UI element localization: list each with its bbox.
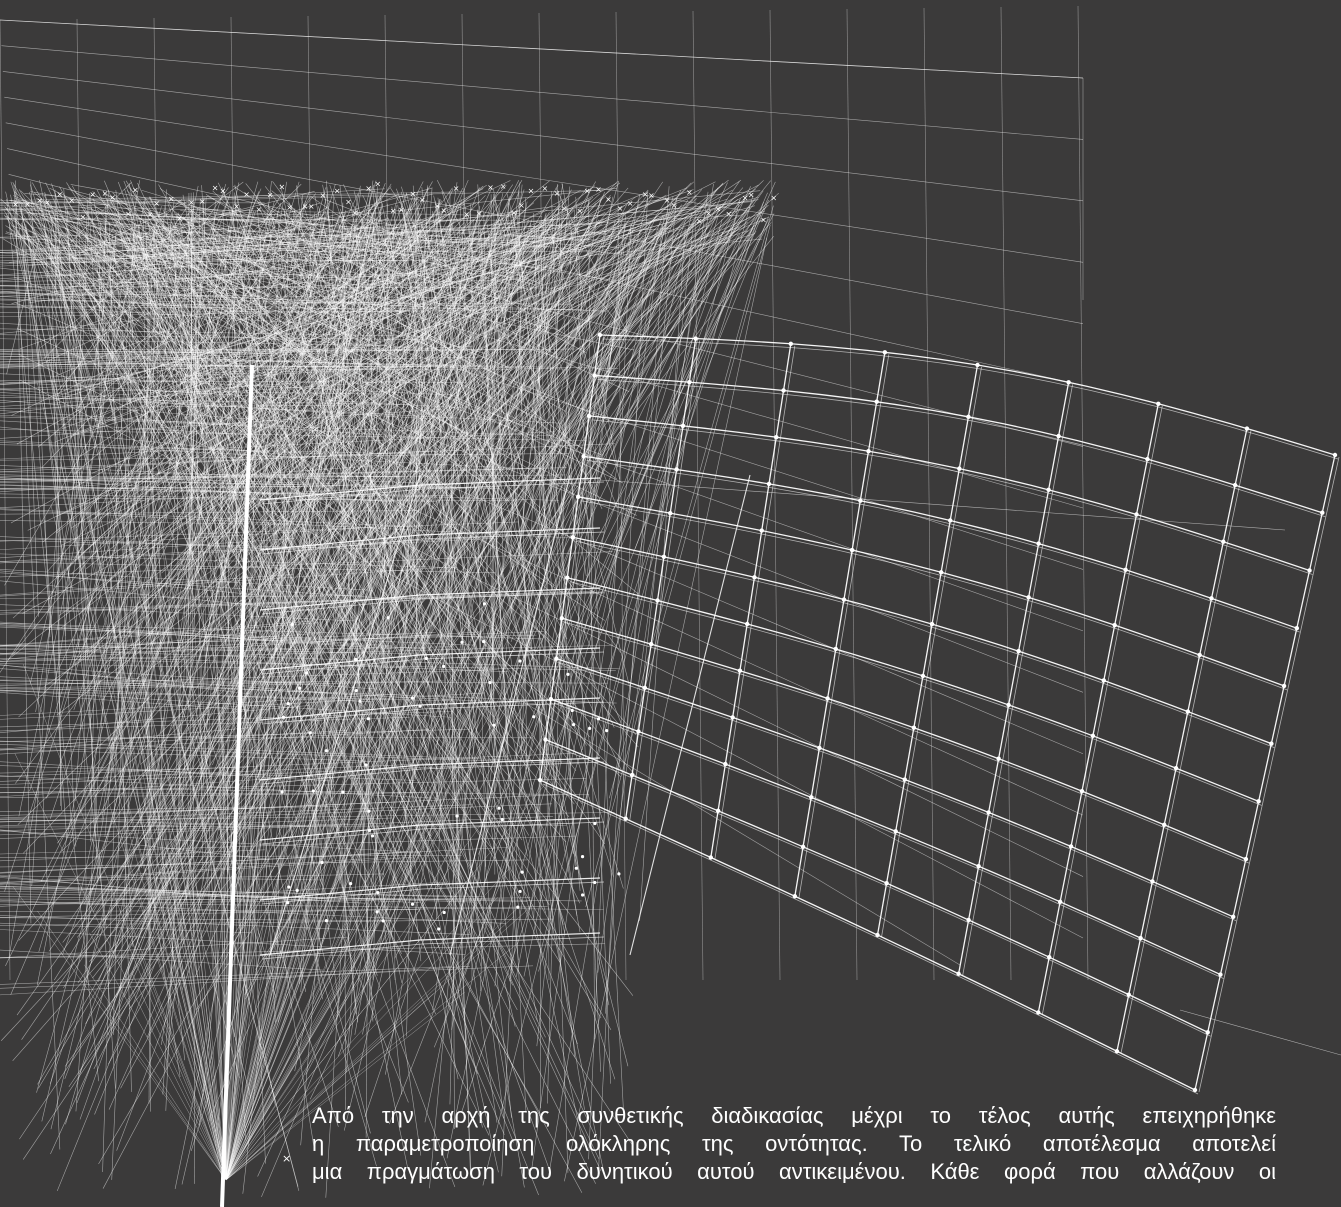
svg-text:×: × bbox=[541, 184, 548, 193]
svg-text:×: × bbox=[770, 194, 777, 203]
vertical-mast bbox=[220, 364, 254, 1207]
svg-text:×: × bbox=[256, 205, 263, 214]
svg-text:×: × bbox=[500, 182, 507, 191]
svg-text:×: × bbox=[168, 195, 175, 204]
svg-text:×: × bbox=[554, 189, 561, 198]
svg-text:×: × bbox=[351, 209, 358, 218]
svg-text:×: × bbox=[595, 185, 602, 194]
svg-text:×: × bbox=[89, 190, 96, 199]
svg-text:×: × bbox=[742, 193, 749, 202]
svg-text:×: × bbox=[212, 184, 219, 193]
svg-text:×: × bbox=[441, 206, 448, 215]
svg-text:×: × bbox=[715, 204, 722, 213]
svg-text:×: × bbox=[671, 201, 678, 210]
svg-text:×: × bbox=[528, 186, 535, 195]
control-point-markers: ××××××××××××××××××××××××××××××××××××××××… bbox=[12, 179, 1338, 1093]
svg-text:×: × bbox=[476, 209, 483, 218]
svg-text:×: × bbox=[125, 209, 132, 218]
svg-text:×: × bbox=[243, 190, 250, 199]
svg-text:×: × bbox=[561, 204, 568, 213]
caption-line: μια πραγμάτωση του δυνητικού αυτού αντικ… bbox=[312, 1159, 1276, 1184]
svg-text:×: × bbox=[102, 189, 109, 198]
svg-text:×: × bbox=[286, 203, 293, 212]
svg-text:×: × bbox=[576, 206, 583, 215]
svg-text:×: × bbox=[320, 191, 327, 200]
caption-line: Από την αρχή της συνθετικής διαδικασίας … bbox=[312, 1103, 1276, 1128]
svg-text:×: × bbox=[188, 198, 195, 207]
middle-grid-panel bbox=[259, 474, 751, 960]
svg-text:×: × bbox=[390, 207, 397, 216]
svg-text:×: × bbox=[748, 191, 755, 200]
svg-text:×: × bbox=[153, 199, 160, 208]
svg-text:×: × bbox=[36, 196, 43, 205]
caption-line: η παραμετροποίηση ολόκληρης της οντότητα… bbox=[312, 1131, 1276, 1156]
svg-text:×: × bbox=[705, 209, 712, 218]
cursor-x-icon: × bbox=[282, 1152, 292, 1165]
svg-text:×: × bbox=[760, 216, 767, 225]
svg-text:×: × bbox=[68, 196, 75, 205]
svg-text:×: × bbox=[374, 179, 381, 188]
svg-text:×: × bbox=[132, 185, 139, 194]
svg-text:×: × bbox=[308, 202, 315, 211]
svg-text:×: × bbox=[453, 184, 460, 193]
svg-text:×: × bbox=[302, 202, 309, 211]
svg-text:×: × bbox=[199, 197, 206, 206]
svg-text:×: × bbox=[219, 187, 226, 196]
svg-text:×: × bbox=[617, 204, 624, 213]
svg-text:×: × bbox=[725, 209, 732, 218]
svg-text:×: × bbox=[334, 186, 341, 195]
svg-text:×: × bbox=[409, 189, 416, 198]
svg-text:×: × bbox=[605, 195, 612, 204]
svg-text:×: × bbox=[44, 198, 51, 207]
svg-text:×: × bbox=[627, 199, 634, 208]
svg-text:×: × bbox=[12, 200, 19, 209]
dense-wire-cloud bbox=[0, 179, 779, 1198]
svg-text:×: × bbox=[487, 183, 494, 192]
svg-text:×: × bbox=[686, 188, 693, 197]
svg-text:×: × bbox=[147, 210, 154, 219]
svg-text:×: × bbox=[109, 193, 116, 202]
svg-text:×: × bbox=[24, 200, 31, 209]
svg-text:×: × bbox=[279, 183, 286, 192]
svg-text:×: × bbox=[584, 187, 591, 196]
svg-text:×: × bbox=[176, 214, 183, 223]
svg-text:×: × bbox=[398, 206, 405, 215]
svg-text:×: × bbox=[267, 191, 274, 200]
svg-text:×: × bbox=[80, 212, 87, 221]
svg-text:×: × bbox=[696, 216, 703, 225]
svg-text:×: × bbox=[56, 190, 63, 199]
svg-text:×: × bbox=[345, 197, 352, 206]
svg-text:×: × bbox=[642, 190, 649, 199]
svg-text:×: × bbox=[664, 196, 671, 205]
svg-text:×: × bbox=[518, 201, 525, 210]
svg-text:×: × bbox=[365, 184, 372, 193]
curved-grid-panel bbox=[519, 334, 1341, 1095]
caption-text: Από την αρχή της συνθετικής διαδικασίας … bbox=[312, 1102, 1276, 1186]
svg-text:×: × bbox=[511, 208, 518, 217]
svg-text:×: × bbox=[434, 201, 441, 210]
svg-text:×: × bbox=[648, 191, 655, 200]
svg-text:×: × bbox=[419, 195, 426, 204]
svg-text:×: × bbox=[233, 202, 240, 211]
svg-text:×: × bbox=[463, 210, 470, 219]
